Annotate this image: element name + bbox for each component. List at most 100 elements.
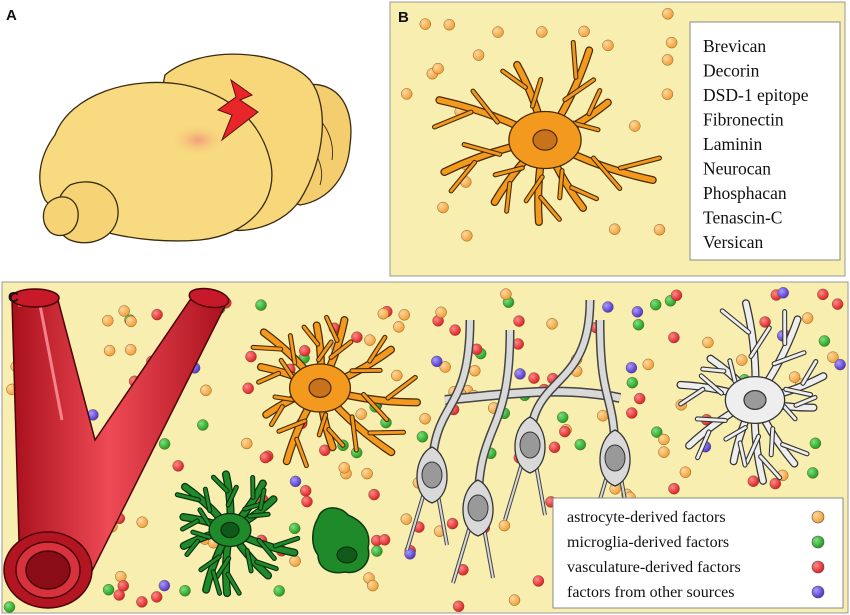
factor-dot — [102, 315, 114, 327]
factor-dot — [361, 467, 373, 480]
factor-dot — [508, 594, 521, 606]
factor-dot — [301, 495, 313, 508]
factor-dot — [662, 8, 674, 20]
factor-dot — [435, 306, 447, 318]
legend-label: vasculature-derived factors — [567, 559, 741, 576]
factor-dot — [831, 298, 844, 310]
panel-b-letter: B — [398, 9, 409, 26]
factor-dot — [661, 88, 674, 100]
factor-dot — [557, 411, 569, 423]
factor-dot — [809, 437, 822, 449]
factor-dot — [172, 460, 184, 472]
factor-dot — [404, 548, 416, 560]
factor-dot — [367, 579, 379, 592]
factor-dot — [574, 438, 586, 451]
amoeboid-microglia-icon — [312, 507, 370, 574]
factor-dot — [546, 318, 558, 330]
ecm-molecule-item: Phosphacan — [703, 183, 787, 203]
ecm-molecule-item: Neurocan — [703, 159, 771, 179]
factor-dot — [702, 336, 714, 349]
factor-dot — [338, 462, 350, 474]
factor-dot — [827, 351, 839, 363]
factor-dot — [102, 584, 115, 596]
factor-dot — [801, 312, 814, 324]
factor-dot — [736, 354, 748, 366]
factor-dot — [371, 545, 383, 557]
factor-dot — [240, 437, 253, 450]
factor-dot — [651, 426, 663, 438]
factor-dot — [668, 331, 680, 344]
legend-label: factors from other sources — [567, 584, 735, 601]
brain-illustration — [39, 53, 352, 244]
factor-dot — [626, 377, 638, 389]
factor-dot — [416, 431, 429, 443]
factor-dot — [117, 580, 130, 592]
factor-dot — [807, 467, 819, 479]
factor-dot — [452, 600, 465, 612]
factor-dot — [769, 477, 781, 490]
factor-dot — [355, 408, 367, 420]
panel-a-letter: A — [6, 7, 17, 24]
panel-a: A — [6, 7, 352, 244]
ecm-molecule-item: Tenascin-C — [703, 208, 782, 228]
factor-dot — [472, 49, 485, 61]
neuron-icon — [451, 329, 515, 584]
reactive-astrocyte-icon — [250, 314, 421, 469]
factor-dot — [500, 288, 512, 300]
factor-dot — [818, 335, 831, 347]
factor-dot — [289, 555, 301, 567]
factor-dot — [3, 601, 16, 613]
ecm-molecule-item: Laminin — [703, 134, 763, 154]
factor-dot — [242, 382, 254, 394]
factor-dot — [629, 120, 641, 132]
factor-dot — [377, 308, 389, 320]
legend-box — [552, 497, 844, 609]
factor-dot — [578, 25, 590, 38]
factor-dot — [419, 18, 431, 30]
factor-dot — [125, 315, 137, 328]
factor-dot — [151, 308, 163, 321]
factor-dot — [391, 369, 403, 382]
factor-dot — [443, 19, 455, 31]
factor-dot — [661, 54, 674, 66]
factor-dot — [398, 309, 410, 321]
ecm-molecule-item: DSD-1 epitope — [703, 85, 809, 105]
factor-dot — [602, 39, 614, 52]
factor-dot — [259, 451, 272, 464]
factor-dot — [469, 365, 481, 377]
factor-dot — [653, 223, 666, 236]
factor-dot — [439, 361, 451, 373]
factor-dot — [255, 299, 267, 311]
panel-c-letter: C — [8, 289, 19, 306]
factor-dot — [461, 229, 473, 242]
factor-dot — [634, 392, 646, 405]
panel-c: C astrocyte-derived factorsmicroglia-der… — [1, 281, 849, 614]
factor-dot — [679, 466, 692, 478]
factor-dot — [273, 585, 285, 597]
factor-dot — [670, 289, 683, 301]
ecm-molecule-item: Versican — [703, 232, 764, 252]
microglia-icon — [174, 470, 301, 598]
factor-dot — [625, 362, 638, 374]
factor-dot — [289, 475, 302, 488]
factor-dot — [788, 371, 801, 383]
factor-dot — [650, 299, 662, 311]
factor-dot — [642, 358, 654, 371]
legend-label: microglia-derived factors — [567, 534, 729, 551]
factor-dot — [759, 316, 771, 328]
factor-dot — [437, 201, 449, 214]
factor-dot — [124, 344, 137, 356]
factor-dot — [419, 413, 431, 425]
neurons-group — [405, 299, 632, 584]
factor-dot — [492, 26, 504, 38]
factor-dot — [834, 358, 846, 371]
lightning-bolt-icon — [216, 78, 259, 142]
factor-dot — [632, 319, 645, 331]
factor-dot — [513, 315, 525, 327]
factor-dot — [118, 305, 130, 317]
legend-swatch — [811, 510, 825, 524]
astrocyte-icon — [431, 39, 662, 226]
